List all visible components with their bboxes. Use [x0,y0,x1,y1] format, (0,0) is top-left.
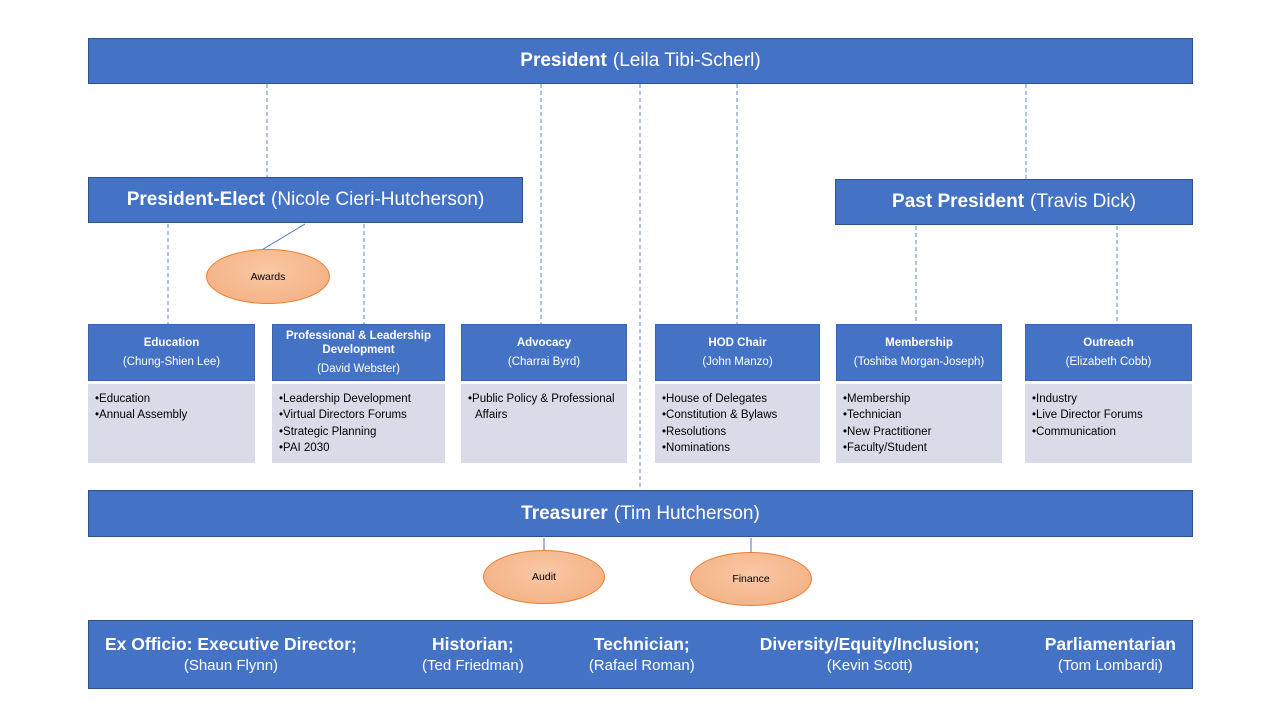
dept-hod-chair-body: House of DelegatesConstitution & BylawsR… [655,384,820,463]
bullet-item: Virtual Directors Forums [279,407,441,423]
ex-officio-dei-name: (Kevin Scott) [826,657,913,675]
treasurer-title: Treasurer [521,502,608,524]
president-elect-title: President-Elect [126,189,266,210]
ex-officio-dei-title: Diversity/Equity/Inclusion; [759,634,980,655]
dept-advocacy-name: (Charrai Byrd) [507,355,581,368]
president-name: (Leila Tibi-Scherl) [612,50,761,71]
dept-advocacy-title: Advocacy [516,337,572,350]
bullet-item: Constitution & Bylaws [662,407,816,423]
dept-membership-header: Membership (Toshiba Morgan-Joseph) [836,324,1002,381]
ex-officio-parliamentarian: Parliamentarian (Tom Lombardi) [1045,633,1176,675]
bullet-item: PAI 2030 [279,440,441,456]
president-title: President [520,50,607,71]
dept-outreach-header: Outreach (Elizabeth Cobb) [1025,324,1192,381]
dept-pld-body: Leadership DevelopmentVirtual Directors … [272,384,445,463]
ex-officio-historian-title: Historian; [432,634,514,655]
bullet-item: Public Policy & Professional Affairs [468,391,623,424]
dept-education-title: Education [143,337,200,350]
ex-officio-executive-director-title: Ex Officio: Executive Director; [105,634,357,655]
treasurer-name: (Tim Hutcherson) [613,502,760,524]
bullet-item: Education [95,391,251,407]
dept-hod-chair-header: HOD Chair (John Manzo) [655,324,820,381]
dept-membership-list: MembershipTechnicianNew PractitionerFacu… [843,391,998,456]
awards-ellipse: Awards [206,249,330,304]
ex-officio-parliamentarian-title: Parliamentarian [1044,634,1176,655]
ex-officio-technician-name: (Rafael Roman) [588,657,695,675]
dept-education-name: (Chung-Shien Lee) [122,355,221,368]
dept-pld-title: Professional & Leadership Development [285,329,432,357]
ex-officio-executive-director: Ex Officio: Executive Director; (Shaun F… [105,633,357,675]
dept-advocacy-header: Advocacy (Charrai Byrd) [461,324,627,381]
ex-officio-bar: Ex Officio: Executive Director; (Shaun F… [88,620,1193,689]
bullet-item: Industry [1032,391,1188,407]
bullet-item: Annual Assembly [95,407,251,423]
dept-pld-list: Leadership DevelopmentVirtual Directors … [279,391,441,456]
dept-outreach-name: (Elizabeth Cobb) [1065,355,1152,368]
ex-officio-technician: Technician; (Rafael Roman) [589,633,695,675]
ex-officio-parliamentarian-name: (Tom Lombardi) [1057,657,1163,675]
dept-education-body: EducationAnnual Assembly [88,384,255,463]
ex-officio-executive-director-name: (Shaun Flynn) [183,657,279,675]
dept-outreach-body: IndustryLive Director ForumsCommunicatio… [1025,384,1192,463]
dept-hod-chair-name: (John Manzo) [702,355,773,368]
bullet-item: Technician [843,407,998,423]
finance-label: Finance [732,573,770,585]
past-president-name: (Travis Dick) [1030,191,1136,212]
bullet-item: House of Delegates [662,391,816,407]
dept-hod-chair-list: House of DelegatesConstitution & BylawsR… [662,391,816,456]
dept-advocacy-body: Public Policy & Professional Affairs [461,384,627,463]
audit-ellipse: Audit [483,550,605,604]
ex-officio-historian-name: (Ted Friedman) [422,657,524,675]
president-elect-name: (Nicole Cieri-Hutcherson) [271,189,485,210]
ex-officio-technician-title: Technician; [593,634,690,655]
bullet-item: Strategic Planning [279,424,441,440]
bullet-item: Nominations [662,440,816,456]
dept-hod-chair-title: HOD Chair [708,337,767,350]
bullet-item: Resolutions [662,424,816,440]
bullet-item: Faculty/Student [843,440,998,456]
dept-outreach-list: IndustryLive Director ForumsCommunicatio… [1032,391,1188,440]
bullet-item: New Practitioner [843,424,998,440]
ex-officio-historian: Historian; (Ted Friedman) [422,633,524,675]
dept-education-list: EducationAnnual Assembly [95,391,251,424]
dept-outreach-title: Outreach [1083,337,1134,350]
dept-pld-name: (David Webster) [317,362,400,375]
dept-education-header: Education (Chung-Shien Lee) [88,324,255,381]
bullet-item: Communication [1032,424,1188,440]
awards-label: Awards [250,270,286,283]
president-box: President (Leila Tibi-Scherl) [88,38,1193,84]
past-president-title: Past President [892,191,1025,212]
bullet-item: Membership [843,391,998,407]
treasurer-box: Treasurer (Tim Hutcherson) [88,490,1193,537]
dept-membership-body: MembershipTechnicianNew PractitionerFacu… [836,384,1002,463]
dept-pld-header: Professional & Leadership Development (D… [272,324,445,381]
past-president-box: Past President (Travis Dick) [835,179,1193,225]
dept-advocacy-list: Public Policy & Professional Affairs [468,391,623,424]
president-elect-box: President-Elect (Nicole Cieri-Hutcherson… [88,177,523,223]
dept-membership-name: (Toshiba Morgan-Joseph) [853,355,985,368]
audit-label: Audit [532,571,556,583]
bullet-item: Live Director Forums [1032,407,1188,423]
bullet-item: Leadership Development [279,391,441,407]
connector-president-elect-to-awards [259,223,306,252]
ex-officio-dei: Diversity/Equity/Inclusion; (Kevin Scott… [760,633,980,675]
dept-membership-title: Membership [885,337,953,350]
finance-ellipse: Finance [690,552,812,606]
